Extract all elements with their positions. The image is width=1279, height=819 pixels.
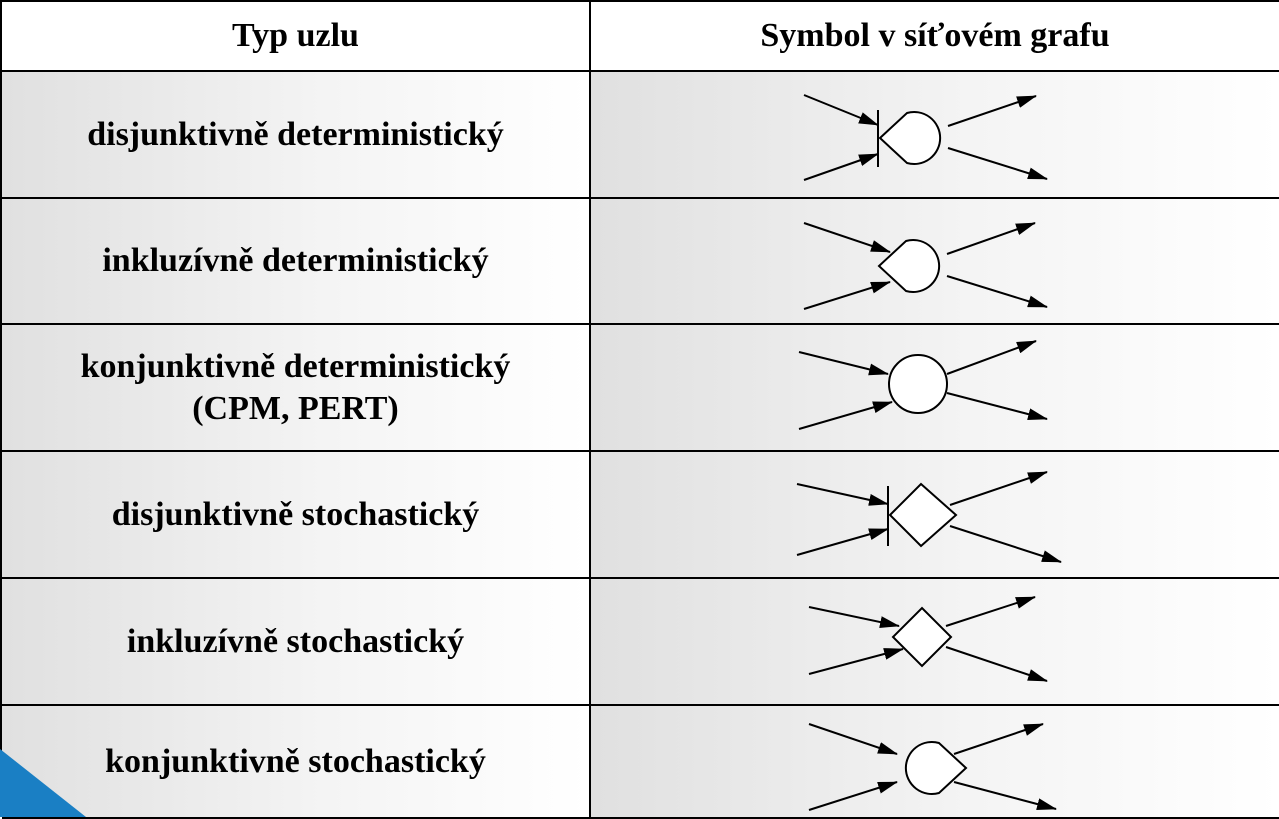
row-1-label: disjunktivně deterministický bbox=[87, 115, 504, 153]
header-node-type: Typ uzlu bbox=[2, 2, 591, 72]
row-2-type: inkluzívně deterministický bbox=[2, 199, 591, 325]
conjunctive-deterministic-node-icon bbox=[798, 340, 1048, 430]
row-4-type: disjunktivně stochastický bbox=[2, 452, 591, 579]
row-5-symbol bbox=[591, 579, 1279, 706]
row-6-label: konjunktivně stochastický bbox=[105, 742, 486, 780]
disjunctive-deterministic-node-icon bbox=[803, 94, 1048, 181]
row-2-label: inkluzívně deterministický bbox=[102, 242, 489, 279]
row-6-type: konjunktivně stochastický bbox=[2, 706, 591, 819]
row-3-label: konjunktivně deterministický (CPM, PERT) bbox=[80, 347, 511, 427]
row-3-symbol bbox=[591, 325, 1279, 452]
row-1-type: disjunktivně deterministický bbox=[2, 72, 591, 199]
row-5-type: inkluzívně stochastický bbox=[2, 579, 591, 706]
disjunctive-stochastic-node-icon bbox=[796, 471, 1062, 563]
conjunctive-stochastic-node-icon bbox=[808, 723, 1057, 811]
row-4-symbol bbox=[591, 452, 1279, 579]
inclusive-deterministic-node-icon bbox=[803, 222, 1048, 310]
row-3-type: konjunktivně deterministický (CPM, PERT) bbox=[2, 325, 591, 452]
row-4-label: disjunktivně stochastický bbox=[111, 495, 480, 533]
inclusive-stochastic-node-icon bbox=[808, 596, 1048, 682]
header-symbol: Symbol v síťovém grafu bbox=[591, 2, 1279, 72]
row-5-label: inkluzívně stochastický bbox=[126, 622, 465, 660]
row-6-symbol bbox=[591, 706, 1279, 819]
header-node-type-label: Typ uzlu bbox=[232, 17, 359, 54]
row-1-symbol bbox=[591, 72, 1279, 199]
row-2-symbol bbox=[591, 199, 1279, 325]
header-symbol-label: Symbol v síťovém grafu bbox=[760, 17, 1110, 54]
corner-accent-triangle bbox=[0, 749, 86, 817]
